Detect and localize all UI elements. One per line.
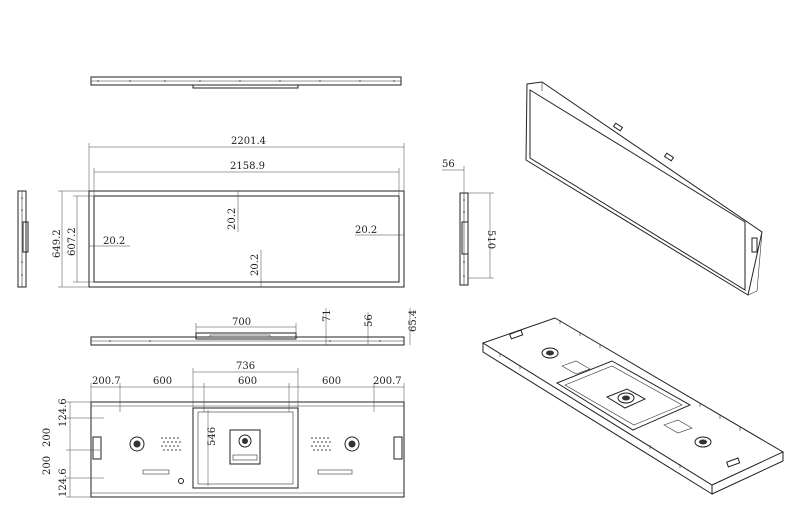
dim-v-mid2: 200 [42, 456, 53, 475]
front-view: 2201.4 2158.9 20.2 20.2 20.2 20.2 649.2 … [52, 136, 405, 288]
right-side-view: 56 510 [442, 159, 496, 286]
isometric-rear-view [481, 317, 785, 495]
dim-overall-width: 2201.4 [231, 136, 266, 147]
dim-mount-span: 736 [236, 361, 255, 372]
dim-edge-left: 200.7 [92, 376, 121, 387]
dim-overall-height: 649.2 [52, 229, 63, 258]
dim-edge-right: 200.7 [373, 376, 402, 387]
dim-margin-bottom: 20.2 [250, 254, 261, 276]
dim-v-mid1: 200 [42, 428, 53, 447]
left-side-view [17, 190, 29, 288]
dim-bracket-height: 546 [207, 427, 218, 446]
dim-span-3: 600 [322, 376, 341, 387]
dim-active-height: 607.2 [67, 227, 78, 256]
dim-v-top: 124.6 [58, 398, 69, 427]
dim-side-height: 510 [485, 230, 496, 249]
dim-depth-65: 65.4 [408, 310, 419, 332]
isometric-front-view [525, 81, 763, 296]
dim-depth: 56 [442, 159, 455, 170]
dim-v-bottom: 124.6 [58, 468, 69, 497]
dim-span-1: 600 [153, 376, 172, 387]
dim-span-2: 600 [238, 376, 257, 387]
bottom-view: 700 71 56 65.4 [90, 308, 419, 346]
rear-view: 736 200.7 600 600 600 200.7 546 124.6 20… [42, 361, 405, 498]
dim-active-width: 2158.9 [230, 161, 265, 172]
top-view [90, 76, 402, 89]
dim-bracket-width: 700 [232, 317, 251, 328]
dim-margin-left: 20.2 [103, 236, 125, 247]
dim-depth-56: 56 [364, 314, 375, 327]
dim-margin-top: 20.2 [227, 208, 238, 230]
dim-depth-71: 71 [322, 309, 333, 322]
dim-margin-right: 20.2 [355, 225, 377, 236]
